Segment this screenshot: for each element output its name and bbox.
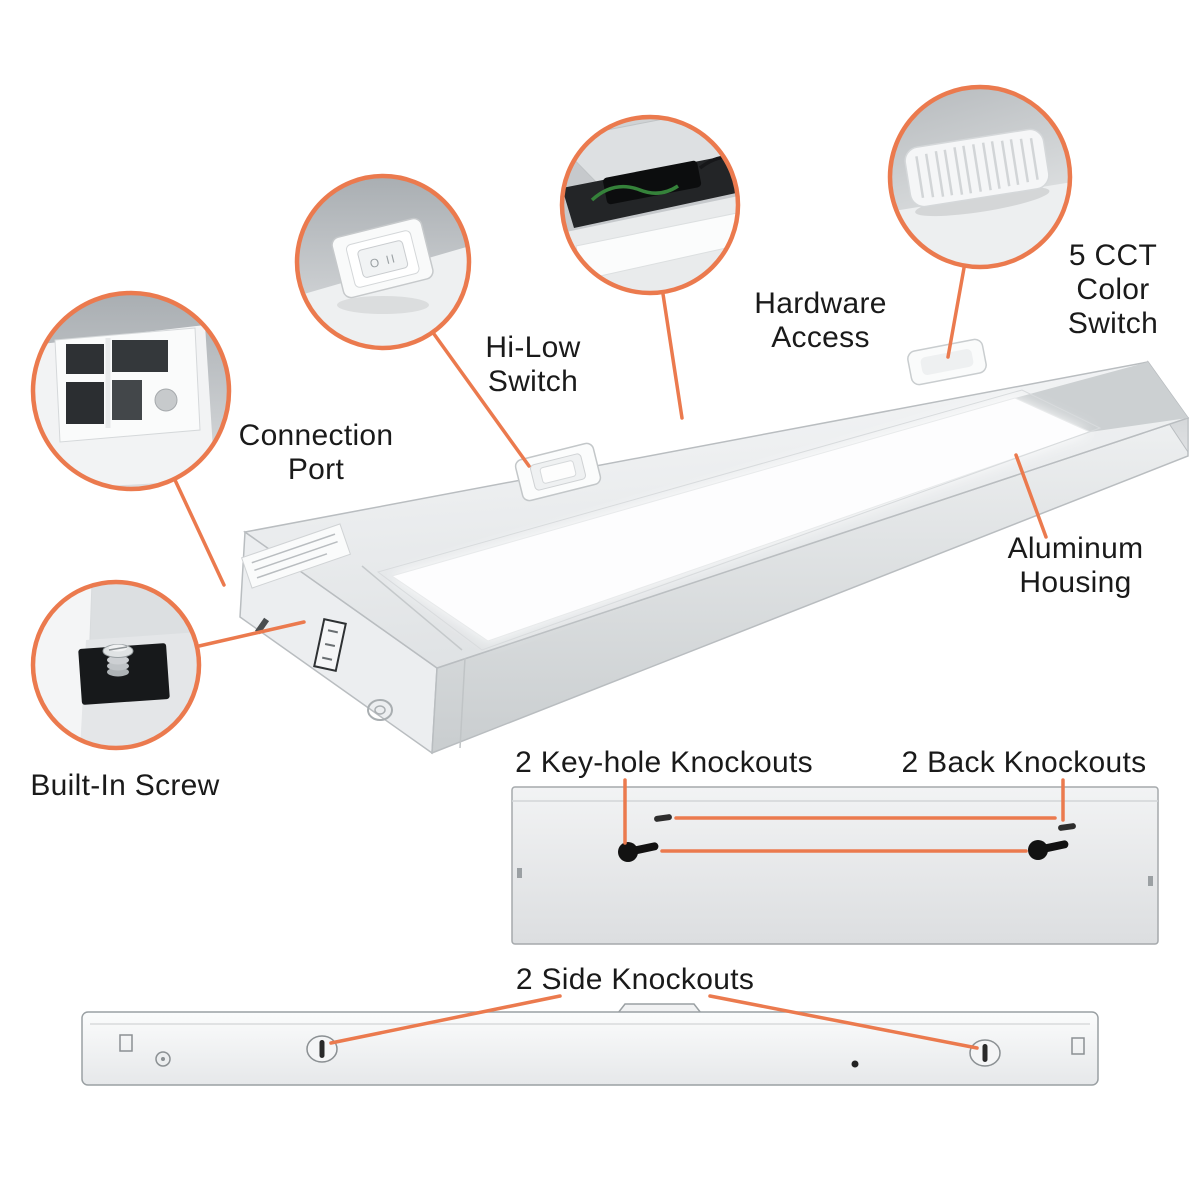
side-knockout-right [969,1039,1001,1067]
fixture-tag-sticker [313,618,347,672]
side-knockout-left [306,1035,338,1063]
label-side-knockouts: 2 Side Knockouts [515,963,755,996]
fixture-spec-sticker [240,523,352,589]
label-aluminum-housing: Aluminum Housing [1007,532,1144,599]
back-knockout-right [1058,823,1076,831]
callout-lines [173,266,1065,1050]
fixture-cct-switch [907,338,987,386]
label-built-in-screw: Built-In Screw [30,769,220,802]
line-hi-low-switch [432,332,531,468]
fixture-back-view [511,786,1159,945]
label-hardware-access: Hardware Access [754,287,887,354]
hardware-access-detail-icon [559,114,741,296]
label-hi-low-switch: Hi-Low Switch [485,331,581,398]
label-connection-port: Connection Port [238,419,394,486]
label-back-knockouts: 2 Back Knockouts [901,746,1147,779]
line-side-knockout-left [329,994,562,1045]
line-aluminum-housing [1014,453,1048,539]
line-side-knockout-right [708,994,979,1050]
connection-port-detail-icon [30,290,232,492]
back-knockout-left [654,814,672,822]
line-hardware-access [661,292,684,420]
line-cct-switch [946,266,966,359]
cct-color-switch-detail-icon [887,84,1073,270]
fixture-hi-low-switch [514,442,602,502]
line-built-in-screw [197,620,306,648]
keyhole-knockout-left [618,842,659,862]
fixture-side-view [81,1003,1099,1086]
rocker-markings: O II [368,251,398,271]
fixture-junction-knockout [367,699,393,721]
label-cct-color-switch: 5 CCT Color Switch [1067,239,1159,340]
fixture-perspective-view [239,338,1190,755]
hi-low-switch-detail-icon: O II [294,173,472,351]
label-keyhole-knockouts: 2 Key-hole Knockouts [515,746,813,779]
fixture-aluminum-band [1015,362,1188,432]
line-connection-port [173,478,226,587]
keyhole-knockout-right [1028,840,1069,860]
built-in-screw-detail-icon [30,579,202,751]
fixture-junction-slot [254,617,270,635]
